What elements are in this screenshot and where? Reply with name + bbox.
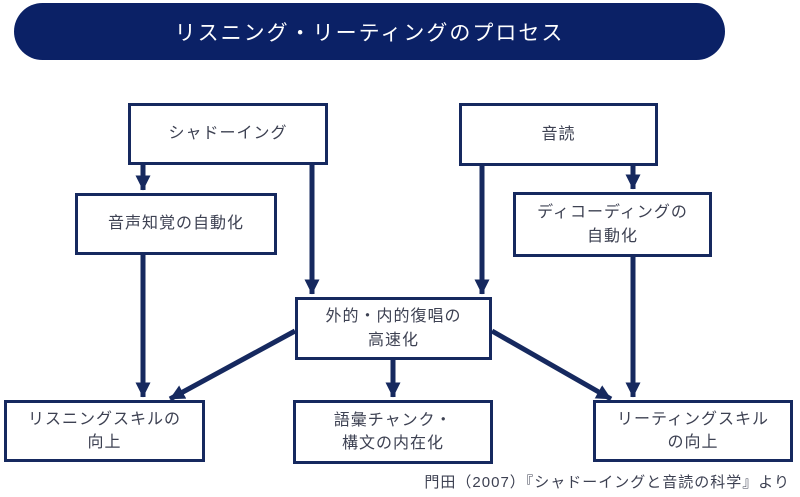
node-chunk-syntax-internalization: 語彙チャンク・ 構文の内在化 [293, 400, 493, 464]
node-reading-skill-improvement: リーティングスキル の向上 [593, 400, 793, 462]
arrow-rehearsal-to-reading-skill [490, 328, 613, 402]
node-rehearsal-speedup: 外的・内的復唱の 高速化 [295, 297, 492, 360]
node-decoding-automation: ディコーディングの 自動化 [513, 192, 712, 257]
arrow-rehearsal-to-listening-skill [168, 328, 297, 402]
source-citation: 門田（2007）『シャドーイングと音読の科学』より [424, 474, 790, 491]
node-listening-skill-improvement: リスニングスキルの 向上 [4, 400, 205, 462]
diagram-title: リスニング・リーティングのプロセス [174, 21, 565, 45]
node-oral-reading: 音読 [459, 103, 658, 166]
node-shadowing: シャドーイング [128, 103, 328, 165]
node-speech-perception-automation: 音声知覚の自動化 [75, 193, 277, 255]
title-banner: リスニング・リーティングのプロセス [14, 3, 725, 60]
